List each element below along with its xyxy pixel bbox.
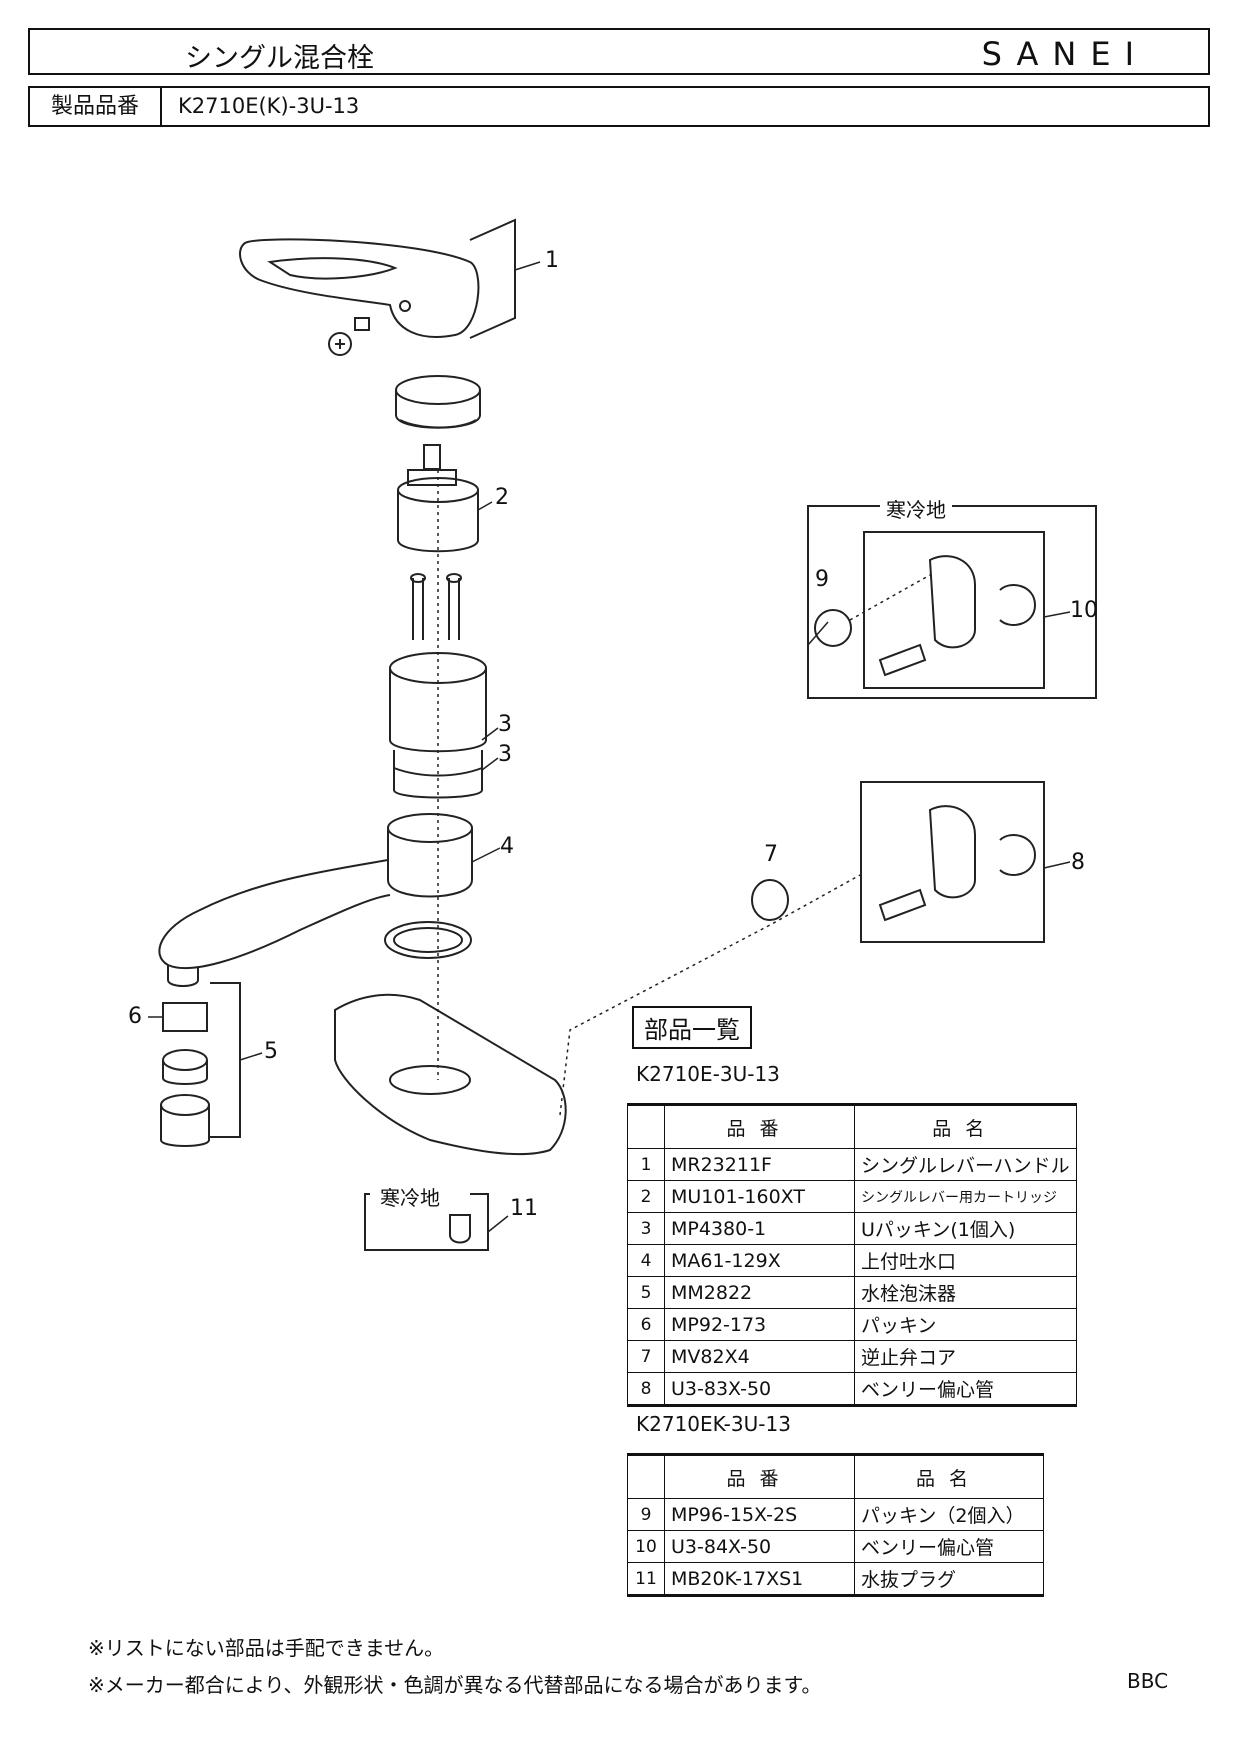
header-code: 品番 <box>664 1104 855 1149</box>
row-code: MP92-173 <box>664 1308 855 1341</box>
group2-model: K2710EK-3U-13 <box>636 1412 791 1436</box>
row-no: 6 <box>627 1308 665 1341</box>
row-code: U3-83X-50 <box>664 1372 855 1406</box>
row-name: シングルレバー用カートリッジ <box>854 1180 1077 1213</box>
row-name: ベンリー偏心管 <box>854 1530 1044 1563</box>
callout-8: 8 <box>1071 850 1085 875</box>
note-1: ※リストにない部品は手配できません。 <box>88 1636 445 1660</box>
row-code: MP96-15X-2S <box>664 1498 855 1531</box>
row-no: 2 <box>627 1180 665 1213</box>
row-code: MB20K-17XS1 <box>664 1562 855 1596</box>
callout-9: 9 <box>815 567 829 592</box>
row-name: パッキン（2個入） <box>854 1498 1044 1531</box>
row-code: MM2822 <box>664 1276 855 1309</box>
callout-5: 5 <box>264 1039 278 1064</box>
row-no: 8 <box>627 1372 665 1406</box>
header-code: 品番 <box>664 1454 855 1499</box>
footer-code: BBC <box>1127 1669 1169 1693</box>
callout-1: 1 <box>545 248 559 273</box>
callout-6: 6 <box>128 1004 142 1029</box>
row-name: 水栓泡沫器 <box>854 1276 1077 1309</box>
row-no: 1 <box>627 1148 665 1181</box>
table-header-row: 品番 品名 <box>627 1454 1044 1499</box>
row-name: ベンリー偏心管 <box>854 1372 1077 1406</box>
callout-4: 4 <box>500 834 514 859</box>
row-no: 7 <box>627 1340 665 1373</box>
model-bar: 製品品番 K2710E(K)-3U-13 <box>28 86 1210 127</box>
row-no: 10 <box>627 1530 665 1563</box>
row-no: 9 <box>627 1498 665 1531</box>
row-code: MV82X4 <box>664 1340 855 1373</box>
callout-3b: 3 <box>498 742 512 767</box>
row-name: 上付吐水口 <box>854 1244 1077 1277</box>
title-bar: シングル混合栓 SANEI <box>28 28 1210 75</box>
lever-handle-shape <box>239 238 480 338</box>
callout-2: 2 <box>495 485 509 510</box>
row-no: 3 <box>627 1212 665 1245</box>
header-name: 品名 <box>854 1454 1044 1499</box>
row-code: MA61-129X <box>664 1244 855 1277</box>
row-no: 11 <box>627 1562 665 1596</box>
row-code: MU101-160XT <box>664 1180 855 1213</box>
header-no <box>627 1454 665 1499</box>
note-2: ※メーカー都合により、外観形状・色調が異なる代替部品になる場合があります。 <box>88 1673 822 1697</box>
callout-7: 7 <box>764 842 778 867</box>
header-name: 品名 <box>854 1104 1077 1149</box>
row-name: シングルレバーハンドル <box>854 1148 1077 1181</box>
row-no: 4 <box>627 1244 665 1277</box>
callout-11: 11 <box>510 1196 538 1221</box>
callout-10: 10 <box>1070 598 1098 623</box>
model-value: K2710E(K)-3U-13 <box>178 94 360 118</box>
model-label: 製品品番 <box>30 88 162 125</box>
parts-list-title: 部品一覧 <box>632 1006 752 1049</box>
row-no: 5 <box>627 1276 665 1309</box>
table-header-row: 品番 品名 <box>627 1104 1077 1149</box>
row-name: 水抜プラグ <box>854 1562 1044 1596</box>
header-no <box>627 1104 665 1149</box>
cold-region-label-bottom: 寒冷地 <box>374 1182 446 1211</box>
brand-logo: SANEI <box>981 35 1148 73</box>
row-code: MP4380-1 <box>664 1212 855 1245</box>
row-code: U3-84X-50 <box>664 1530 855 1563</box>
row-name: 逆止弁コア <box>854 1340 1077 1373</box>
group1-model: K2710E-3U-13 <box>636 1062 780 1086</box>
cold-region-label-top: 寒冷地 <box>880 494 952 523</box>
row-name: パッキン <box>854 1308 1077 1341</box>
callout-3a: 3 <box>498 712 512 737</box>
row-code: MR23211F <box>664 1148 855 1181</box>
product-title: シングル混合栓 <box>185 43 374 74</box>
row-name: Uパッキン(1個入) <box>854 1212 1077 1245</box>
